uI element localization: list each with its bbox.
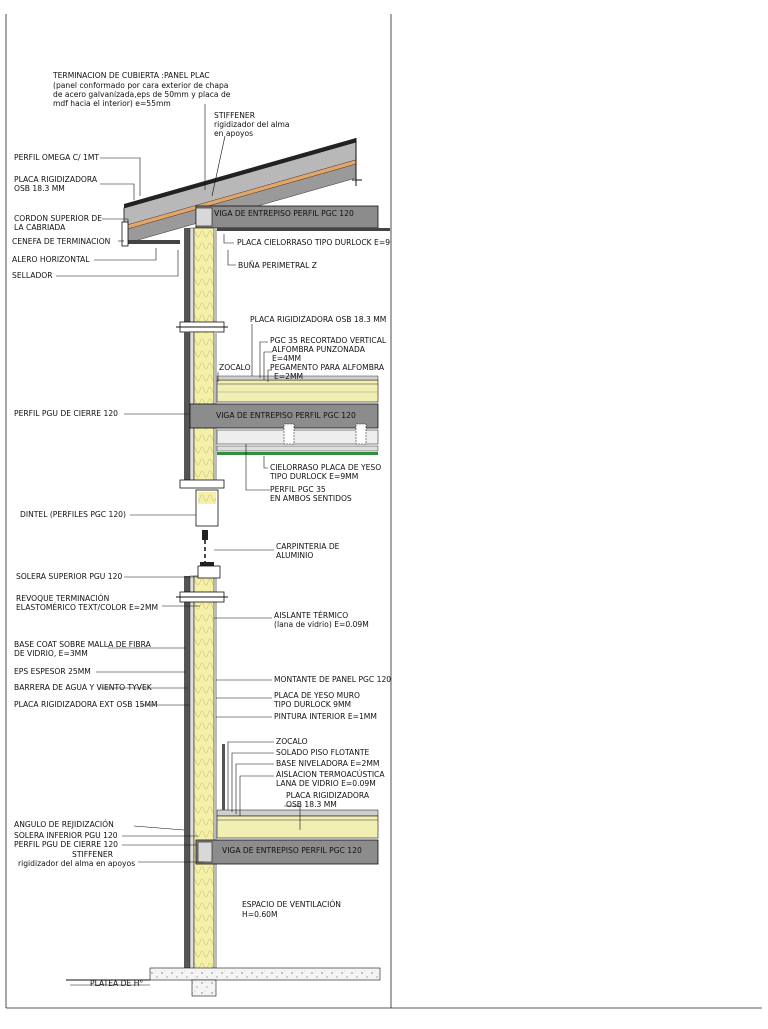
- stiffener-low-label-2: rigidizador del alma en apoyos: [18, 859, 135, 868]
- pintura-label: PINTURA INTERIOR E=1MM: [274, 712, 377, 721]
- cielorraso-top-label: PLACA CIELORRASO TIPO DURLOCK E=9: [237, 238, 390, 247]
- stiffener-top-desc-2: en apoyos: [214, 129, 253, 138]
- sheet-frame: [5, 14, 762, 1009]
- beam-label-lower: VIGA DE ENTREPISO PERFIL PGC 120: [222, 846, 362, 855]
- alfombra-label-1: ALFOMBRA PUNZONADA: [272, 345, 366, 354]
- concrete-slab: [66, 967, 381, 997]
- aislacion-label-1: AISLACION TERMOACÚSTICA: [276, 770, 385, 779]
- ventilacion-label-2: H=0.60M: [242, 910, 278, 919]
- pgu-cierre-mid-label: PERFIL PGU DE CIERRE 120: [14, 409, 118, 418]
- annotation-labels: TERMINACION DE CUBIERTA :PANEL PLAC (pan…: [12, 71, 391, 988]
- aislacion-label-2: LANA DE VIDRIO E=0.09M: [276, 779, 376, 788]
- alfombra-label-2: E=4MM: [272, 354, 301, 363]
- cenefa: [124, 240, 180, 244]
- revoque-label-2: ELASTOMÉRICO TEXT/COLOR E=2MM: [16, 603, 158, 612]
- alero-label: ALERO HORIZONTAL: [12, 255, 90, 264]
- platea-label: PLATEA DE H°: [90, 979, 143, 988]
- roof-finish-desc-3: mdf hacia el interior) e=55mm: [53, 99, 171, 108]
- eps-label: EPS ESPESOR 25MM: [14, 667, 91, 676]
- leader-lines: [56, 104, 301, 986]
- beam-label-middle: VIGA DE ENTREPISO PERFIL PGC 120: [216, 411, 356, 420]
- stiffener-top-desc-1: rigidizador del alma: [214, 120, 290, 129]
- roof-sheet-metal: [124, 138, 356, 208]
- basecoat-label-1: BASE COAT SOBRE MALLA DE FIBRA: [14, 640, 152, 649]
- osb-mid-label: PLACA RIGIDIZADORA OSB 18.3 MM: [250, 315, 386, 324]
- roof-assembly: [121, 138, 362, 247]
- carpinteria-label-2: ALUMINIO: [276, 551, 313, 560]
- cenefa-label: CENEFA DE TERMINACION: [12, 237, 110, 246]
- ceiling-middle: [216, 423, 379, 455]
- pgc35-vertical-label: PGC 35 RECORTADO VERTICAL: [270, 336, 387, 345]
- basecoat-label-2: DE VIDRIO, E=3MM: [14, 649, 88, 658]
- sellador-label: SELLADOR: [12, 271, 53, 280]
- cielorraso-mid-label-2: TIPO DURLOCK E=9MM: [269, 472, 358, 481]
- floor-lower: [216, 744, 379, 839]
- osb-low-label-2: OSB 18.3 MM: [286, 800, 337, 809]
- ventilacion-label-1: ESPACIO DE VENTILACIÓN: [242, 900, 341, 909]
- solado-label: SOLADO PISO FLOTANTE: [276, 748, 370, 757]
- montante-label: MONTANTE DE PANEL PGC 120: [274, 675, 391, 684]
- roof-finish-desc-2: de acero galvanizada,eps de 50mm y placa…: [53, 90, 231, 99]
- beam-lower: VIGA DE ENTREPISO PERFIL PGC 120: [195, 839, 379, 865]
- roof-finish-desc-1: (panel conformado por cara exterior de c…: [53, 81, 228, 90]
- aislante-label-1: AISLANTE TÉRMICO: [274, 611, 348, 620]
- dintel-label: DINTEL (PERFILES PGC 120): [20, 510, 126, 519]
- zocalo-low-label: ZOCALO: [276, 737, 308, 746]
- solera-superior-label: SOLERA SUPERIOR PGU 120: [16, 572, 122, 581]
- aislante-label-2: (lana de vidrio) E=0.09M: [274, 620, 369, 629]
- solera-inferior-label: SOLERA INFERIOR PGU 120: [14, 831, 118, 840]
- buna-label: BUÑA PERIMETRAL Z: [238, 261, 317, 270]
- pegamento-label-1: PEGAMENTO PARA ALFOMBRA: [270, 363, 385, 372]
- osb-ext-label: PLACA RIGIDIZADORA EXT OSB 15MM: [14, 700, 158, 709]
- stiffener-low-label-1: STIFFENER: [72, 850, 114, 859]
- osb-top-label-1: PLACA RIGIDIZADORA: [14, 175, 98, 184]
- beam-label-top: VIGA DE ENTREPISO PERFIL PGC 120: [214, 209, 354, 218]
- carpinteria-label-1: CARPINTERIA DE: [276, 542, 340, 551]
- pgc35-label-2: EN AMBOS SENTIDOS: [270, 494, 352, 503]
- omega-label: PERFIL OMEGA C/ 1MT: [14, 153, 99, 162]
- angulo-label: ANGULO DE REJIDIZACIÓN: [14, 820, 114, 829]
- pgu-cierre-low-label: PERFIL PGU DE CIERRE 120: [14, 840, 118, 849]
- cordon-label-1: CORDON SUPERIOR DE: [14, 214, 102, 223]
- zocalo-mid-label: ZOCALO: [219, 363, 251, 372]
- roof-osb-layer: [124, 160, 356, 230]
- wall-upper: [184, 227, 217, 327]
- lintel: [179, 479, 225, 527]
- yeso-muro-label-2: TIPO DURLOCK 9MM: [273, 700, 351, 709]
- roof-finish-label: TERMINACION DE CUBIERTA :PANEL PLAC: [52, 71, 210, 80]
- pgc35-label-1: PERFIL PGC 35: [270, 485, 326, 494]
- cielorraso-mid-label-1: CIELORRASO PLACA DE YESO: [270, 463, 381, 472]
- wall-lower: [184, 575, 217, 981]
- pegamento-label-2: E=2MM: [274, 372, 303, 381]
- cordon-label-2: LA CABRIADA: [14, 223, 66, 232]
- osb-low-label-1: PLACA RIGIDIZADORA: [286, 791, 370, 800]
- yeso-muro-label-1: PLACA DE YESO MURO: [274, 691, 360, 700]
- base-niveladora-label: BASE NIVELADORA E=2MM: [276, 759, 379, 768]
- osb-top-label-2: OSB 18.3 MM: [14, 184, 65, 193]
- barrera-label: BARRERA DE AGUA Y VIENTO TYVEK: [14, 683, 153, 692]
- stiffener-top-label: STIFFENER: [214, 111, 256, 120]
- beam-top: VIGA DE ENTREPISO PERFIL PGC 120: [195, 205, 379, 229]
- floor-middle: [216, 375, 379, 403]
- revoque-label-1: REVOQUE TERMINACIÓN: [16, 594, 109, 603]
